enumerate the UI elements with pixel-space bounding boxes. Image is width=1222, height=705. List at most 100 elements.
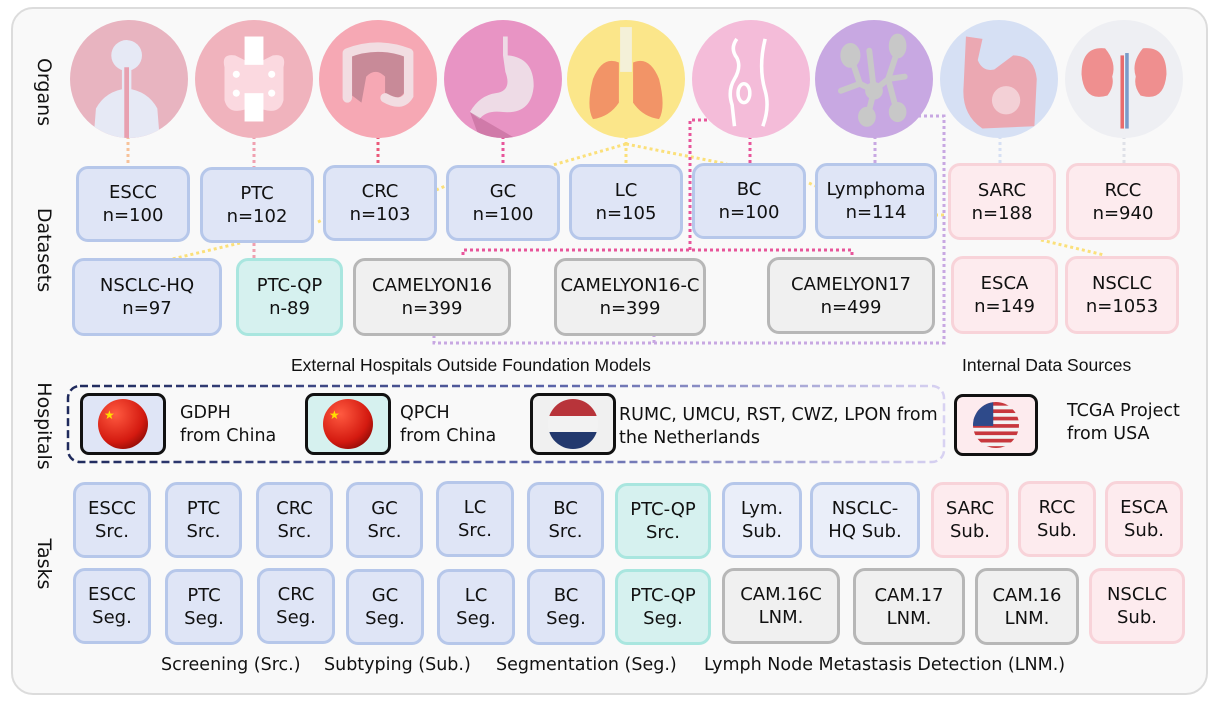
dataset-name: CAMELYON16 [372,275,492,296]
dataset-count: n-89 [269,298,310,319]
dataset-escc[interactable]: ESCC n=100 [76,166,190,242]
dataset-name: BC [736,179,762,200]
kidney-icon [1065,20,1183,138]
hospital-netherlands-flag-box [530,393,616,455]
dataset-count: n=399 [599,298,661,319]
dataset-gc[interactable]: GC n=100 [446,165,560,241]
dataset-camelyon16[interactable]: CAMELYON16 n=399 [353,258,511,336]
dataset-nsclc[interactable]: NSCLC n=1053 [1065,256,1179,334]
hospital-qpch-label: QPCH from China [400,403,497,446]
legend-subtyping: Subtyping (Sub.) [324,655,471,675]
hospital-netherlands-label: RUMC, UMCU, RST, CWZ, LPON from the Neth… [619,405,938,448]
dataset-name: GC [489,181,517,202]
dataset-name: RCC [1104,179,1142,201]
dataset-count: n=105 [595,203,657,224]
dataset-name: Lymphoma [826,179,926,200]
china-flag-icon: ★ [98,399,148,449]
usa-flag-icon [973,402,1019,448]
dataset-name: CAMELYON17 [791,273,911,295]
dataset-count: n=399 [401,298,463,319]
dataset-rcc[interactable]: RCC n=940 [1066,163,1180,240]
dataset-name: CRC [361,181,399,202]
lymph-node-icon [815,20,933,138]
dataset-ptc-qp[interactable]: PTC-QP n-89 [236,258,343,336]
dataset-count: n=100 [718,202,780,223]
dataset-ptc[interactable]: PTC n=102 [200,167,314,243]
svg-text:★: ★ [329,408,340,422]
dataset-name: PTC-QP [256,275,323,296]
dataset-camelyon16-c[interactable]: CAMELYON16-C n=399 [554,258,706,336]
dataset-bc[interactable]: BC n=100 [692,163,806,239]
task-nsclc-hq-sub[interactable]: NSCLC-HQ Sub. [810,482,920,558]
task-lym-sub[interactable]: Lym.Sub. [722,482,802,558]
dataset-count: n=97 [122,298,172,319]
dataset-name: LC [614,180,638,201]
dataset-count: n=1053 [1085,296,1159,317]
legend-screening: Screening (Src.) [161,655,301,675]
china-flag-icon: ★ [323,399,373,449]
dataset-count: n=149 [974,296,1035,317]
dataset-sarc[interactable]: SARC n=188 [948,163,1056,240]
dataset-count: n=100 [472,204,534,225]
dataset-esca[interactable]: ESCA n=149 [951,256,1058,334]
colon-icon [319,20,437,138]
dataset-name: NSCLC [1091,273,1153,294]
dataset-count: n=499 [820,296,882,318]
row-label-organs: Organs [33,57,55,127]
dataset-name: NSCLC-HQ [99,275,195,296]
legend-lnm: Lymph Node Metastasis Detection (LNM.) [704,655,1066,675]
stomach-icon [444,20,562,138]
dataset-name: CAMELYON16-C [560,275,700,296]
dataset-count: n=114 [845,202,907,223]
lung-icon [567,20,685,138]
hospital-gdph-label: GDPH from China [180,403,277,446]
dataset-count: n=103 [349,204,411,225]
dataset-lc[interactable]: LC n=105 [569,164,683,240]
internal-sources-caption: Internal Data Sources [962,355,1132,375]
legend-segmentation: Segmentation (Seg.) [496,655,677,675]
row-label-datasets: Datasets [33,207,55,293]
netherlands-flag-icon [548,399,598,449]
thyroid-icon [195,20,313,138]
dataset-name: SARC [977,179,1027,201]
dataset-camelyon17[interactable]: CAMELYON17 n=499 [767,257,935,334]
dataset-count: n=102 [226,206,288,227]
row-label-tasks: Tasks [33,538,55,590]
external-hospitals-caption: External Hospitals Outside Foundation Mo… [291,355,651,375]
hospital-tcga-flag-box [954,394,1038,456]
breast-icon [692,20,810,138]
external-hospitals-dashed-border [66,384,946,464]
dataset-lymphoma[interactable]: Lymphoma n=114 [815,163,937,239]
dataset-nsclc-hq[interactable]: NSCLC-HQ n=97 [72,258,222,336]
dataset-name: ESCA [980,273,1029,294]
muscle-icon [940,20,1058,138]
hospital-qpch-flag-box: ★ [305,393,391,455]
dataset-count: n=100 [102,205,164,226]
hospital-tcga-label: TCGA Project from USA [1067,401,1180,444]
dataset-count: n=940 [1092,202,1154,224]
dataset-count: n=188 [971,202,1033,224]
row-label-hospitals: Hospitals [33,382,55,470]
dataset-crc[interactable]: CRC n=103 [323,165,437,241]
